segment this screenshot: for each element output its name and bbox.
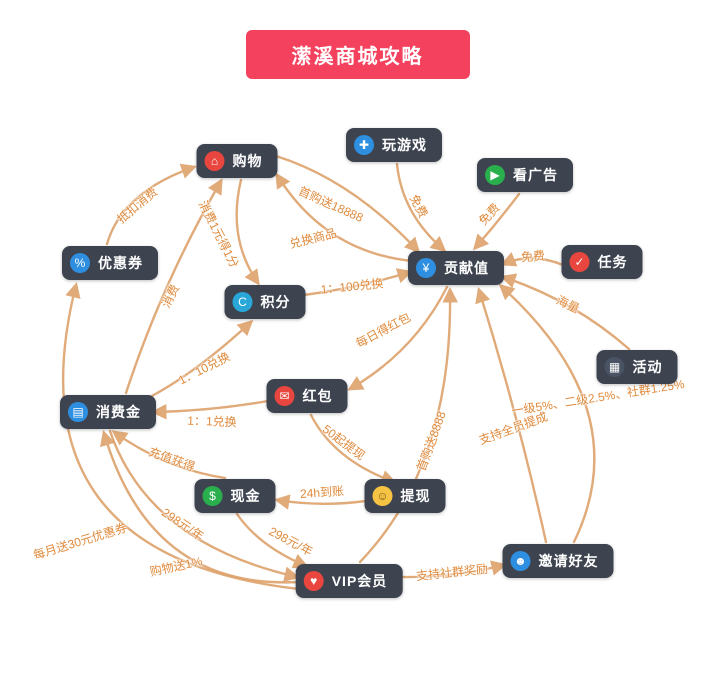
node-label: 现金: [230, 488, 261, 504]
edge-shopping-contribution: [274, 154, 421, 254]
node-invite[interactable]: ☻ 邀请好友: [502, 544, 614, 578]
node-label: 消费金: [96, 404, 141, 420]
heart-icon: ♥: [303, 571, 324, 591]
person-icon: ☻: [510, 551, 531, 571]
ticket-icon: %: [70, 253, 90, 273]
node-red_packet[interactable]: ✉ 红包: [266, 379, 348, 413]
gamepad-icon: ✚: [354, 135, 374, 155]
smiley-icon: ☺: [372, 486, 393, 506]
edge-vip-contribution: [358, 286, 459, 564]
edge-consumption-shopping: [124, 178, 223, 395]
edge-contribution-shopping: [275, 172, 414, 263]
edge-consumption-points: [148, 319, 254, 399]
edge-vip-coupon: [62, 281, 301, 591]
node-label: 购物: [232, 153, 263, 169]
node-watch_ads[interactable]: ▶ 看广告: [477, 158, 573, 192]
node-label: 积分: [260, 294, 291, 310]
task-clock-icon: ✓: [569, 252, 590, 272]
shopping-bag-icon: ⌂: [204, 151, 225, 171]
edge-contribution-redpacket: [347, 285, 449, 391]
edge-cash-consumption: [111, 430, 227, 480]
red-packet-icon: ✉: [274, 386, 295, 406]
edge-coupon-shopping: [105, 163, 197, 246]
node-tasks[interactable]: ✓ 任务: [561, 245, 643, 279]
node-coupon[interactable]: % 优惠券: [62, 246, 158, 280]
node-label: 玩游戏: [382, 137, 427, 153]
edge-games-contribution: [395, 162, 447, 253]
node-shopping[interactable]: ⌂ 购物: [196, 144, 278, 178]
node-label: 邀请好友: [538, 553, 599, 569]
edge-vip-consumption: [100, 430, 301, 584]
node-label: 看广告: [513, 167, 558, 183]
node-vip[interactable]: ♥ VIP会员: [295, 564, 403, 598]
node-label: 活动: [632, 359, 663, 375]
node-withdraw[interactable]: ☺ 提现: [364, 479, 446, 513]
node-activity[interactable]: ▦ 活动: [596, 350, 678, 384]
page-title: 潆溪商城攻略: [245, 30, 470, 79]
node-points[interactable]: C 积分: [224, 285, 306, 319]
edge-invite-contribution-outer: [498, 283, 596, 544]
edge-redpacket-withdraw: [309, 413, 397, 486]
node-cash[interactable]: $ 现金: [194, 479, 276, 513]
points-icon: C: [232, 292, 253, 312]
edge-vip-invite: [398, 560, 508, 579]
node-label: 红包: [302, 388, 333, 404]
edge-cash-vip: [235, 512, 309, 569]
edge-activity-contribution: [500, 273, 631, 351]
node-consumption[interactable]: ▤ 消费金: [60, 395, 156, 429]
node-play_games[interactable]: ✚ 玩游戏: [346, 128, 442, 162]
calendar-icon: ▦: [604, 357, 625, 377]
node-label: 任务: [597, 254, 628, 270]
play-icon: ▶: [485, 165, 505, 185]
edge-withdraw-cash: [273, 494, 368, 510]
node-label: 贡献值: [444, 260, 489, 276]
edge-ads-contribution: [472, 192, 521, 251]
dollar-icon: $: [202, 486, 223, 506]
node-contribution[interactable]: ¥ 贡献值: [408, 251, 504, 285]
edge-redpacket-consumption: [150, 399, 270, 420]
wallet-icon: ▤: [68, 402, 88, 422]
node-label: 提现: [400, 488, 431, 504]
coin-icon: ¥: [416, 258, 436, 278]
edge-shopping-points: [235, 178, 260, 286]
edge-tasks-contribution: [500, 252, 565, 267]
edge-invite-contribution-inner: [475, 287, 548, 544]
node-label: 优惠券: [98, 255, 143, 271]
edge-consumption-vip: [108, 429, 301, 582]
node-label: VIP会员: [331, 573, 388, 589]
edge-points-contribution: [302, 268, 413, 297]
